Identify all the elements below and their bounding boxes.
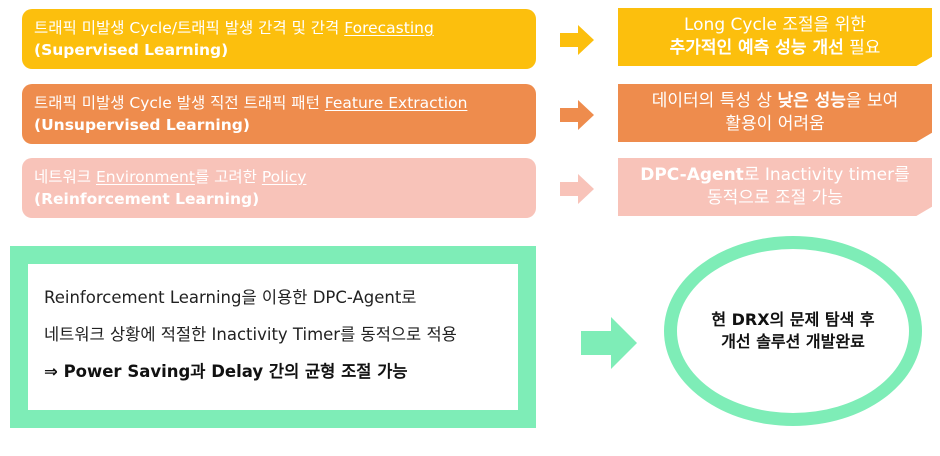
conclusion-circle: 현 DRX의 문제 탐색 후 개선 솔루션 개발완료	[664, 236, 922, 426]
method-forecasting: 트래픽 미발생 Cycle/트래픽 발생 간격 및 간격 Forecasting…	[22, 9, 536, 69]
arrow-right-icon	[581, 317, 637, 373]
method-feature-extraction-type: (Unsupervised Learning)	[34, 116, 250, 134]
result-policy-line2: 동적으로 조절 가능	[707, 188, 843, 208]
result-forecasting: Long Cycle 조절을 위한 추가적인 예측 성능 개선 필요	[618, 8, 932, 66]
result-policy-line1: DPC-Agent로 Inactivity timer를	[640, 165, 910, 185]
method-policy-text: 네트워크 Environment를 고려한 Policy	[34, 168, 307, 186]
summary-content: Reinforcement Learning을 이용한 DPC-Agent로 네…	[28, 264, 518, 410]
arrow-right-icon	[560, 25, 594, 55]
method-policy: 네트워크 Environment를 고려한 Policy (Reinforcem…	[22, 158, 536, 218]
method-feature-extraction-text: 트래픽 미발생 Cycle 발생 직전 트래픽 패턴 Feature Extra…	[34, 94, 468, 112]
summary-box: Reinforcement Learning을 이용한 DPC-Agent로 네…	[10, 246, 536, 428]
result-feature-extraction-line2: 활용이 어려움	[725, 114, 825, 134]
summary-line-3: ⇒ Power Saving과 Delay 간의 균형 조절 가능	[44, 362, 408, 381]
summary-line-1: Reinforcement Learning을 이용한 DPC-Agent로	[44, 288, 417, 307]
method-forecasting-text: 트래픽 미발생 Cycle/트래픽 발생 간격 및 간격 Forecasting	[34, 19, 434, 37]
conclusion-line-2: 개선 솔루션 개발완료	[721, 332, 865, 351]
summary-line-2: 네트워크 상황에 적절한 Inactivity Timer를 동적으로 적용	[44, 325, 457, 344]
method-policy-type: (Reinforcement Learning)	[34, 190, 260, 208]
result-feature-extraction: 데이터의 특성 상 낮은 성능을 보여 활용이 어려움	[618, 84, 932, 142]
result-forecasting-line2: 추가적인 예측 성능 개선 필요	[669, 38, 881, 58]
result-feature-extraction-line1: 데이터의 특성 상 낮은 성능을 보여	[651, 91, 899, 111]
method-feature-extraction: 트래픽 미발생 Cycle 발생 직전 트래픽 패턴 Feature Extra…	[22, 84, 536, 144]
result-forecasting-line1: Long Cycle 조절을 위한	[683, 15, 866, 35]
method-forecasting-type: (Supervised Learning)	[34, 41, 229, 59]
arrow-right-icon	[560, 100, 594, 130]
conclusion-line-1: 현 DRX의 문제 탐색 후	[711, 310, 875, 329]
arrow-right-icon	[560, 174, 594, 204]
result-policy: DPC-Agent로 Inactivity timer를 동적으로 조절 가능	[618, 158, 932, 216]
